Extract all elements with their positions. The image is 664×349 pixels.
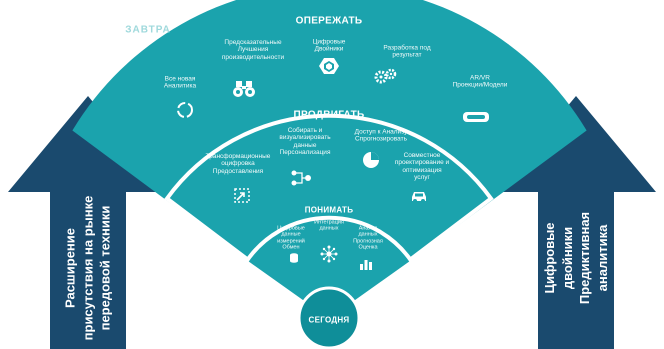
outer-item-3: Цифровые Двойники [312,38,346,53]
hexagon-cube-icon [319,58,339,74]
outer-tier-title: ОПЕРЕЖАТЬ [295,15,363,27]
car-icon [412,192,426,203]
inner-band [243,215,415,324]
outer-item-1: Все новая Аналитика [163,75,197,90]
inner-item-2: Интеграция данных [314,219,344,232]
middle-item-2: Собирать и визуализировать данные Персон… [279,127,331,157]
today-label: СЕГОДНЯ [308,315,350,325]
inner-item-3: Анализ данных Прогнозная Оценка [353,225,383,251]
middle-item-3: Доступ к Анализу Спрогнозировать [354,128,408,143]
database-icon [290,253,298,263]
today-circle [297,286,361,349]
outer-item-5: AR/VR Проекции/Модели [452,74,508,89]
left-arrow-text: Расширение присутствия на рынке передово… [62,195,113,341]
gears-icon [374,68,397,84]
bar-chart-icon [360,260,372,270]
dashed-arrow-icon [234,188,250,203]
right-arrow-text: Цифровые двойники Предиктивная аналитика [541,211,610,305]
binoculars-icon [233,81,255,97]
tomorrow-label: ЗАВТРА [125,24,171,36]
nodes-icon [291,170,311,186]
pie-chart-icon [363,152,379,168]
middle-item-4: Совместное проектирование и оптимизация … [394,152,450,182]
vr-headset-icon [463,112,489,122]
inner-tier-title: ПОНИМАТЬ [304,205,354,215]
refresh-icon [177,102,193,118]
outer-item-2: Предсказательные Лучшения производительн… [221,38,285,61]
inner-item-1: Цифровые данные измерений Обмен [277,225,305,251]
outer-item-4: Разработка под результат [383,44,431,59]
middle-tier-title: ПРОДВИГАТЬ [293,109,365,121]
network-icon [320,245,338,263]
middle-item-1: Трансформационные оцифровка Предоставлен… [205,152,271,175]
